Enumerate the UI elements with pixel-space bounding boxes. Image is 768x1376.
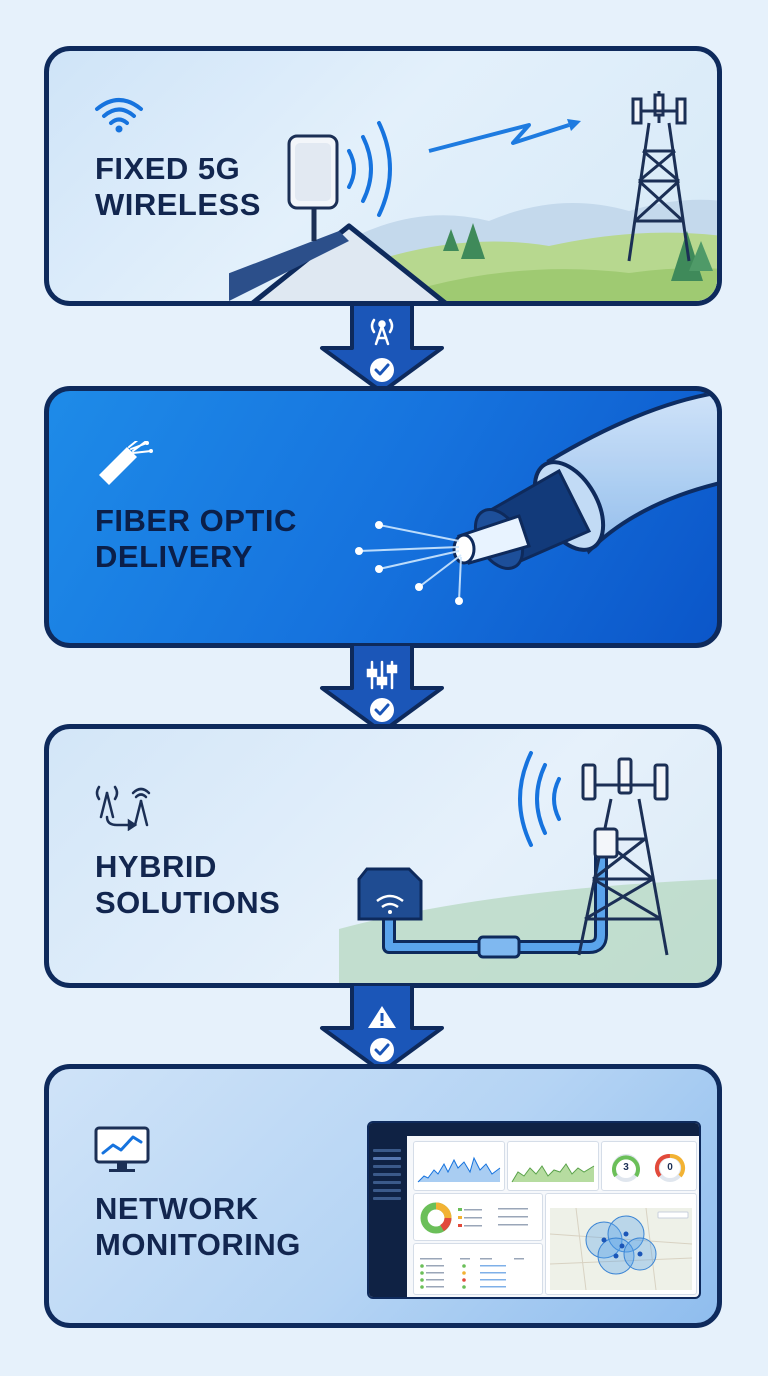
wifi-icon xyxy=(95,98,143,133)
panel-network-monitoring: NETWORK MONITORING xyxy=(44,1064,722,1328)
panel-hybrid-solutions: HYBRID SOLUTIONS xyxy=(44,724,722,988)
sidebar-item[interactable] xyxy=(373,1181,401,1184)
sidebar-item[interactable] xyxy=(373,1165,401,1168)
flow-arrow-1 xyxy=(320,304,444,394)
donut-chart-card xyxy=(413,1193,543,1241)
monitor-chart-icon xyxy=(94,1126,150,1172)
latency-chart-card xyxy=(507,1141,599,1191)
sidebar-item[interactable] xyxy=(373,1149,401,1152)
tree xyxy=(461,223,485,259)
throughput-chart-card xyxy=(413,1141,505,1191)
antenna-icon xyxy=(370,318,394,346)
sidebar-item[interactable] xyxy=(373,1197,401,1200)
devices-table-card xyxy=(413,1243,543,1295)
gauge-value-2: 0 xyxy=(667,1162,673,1173)
dashboard-topbar xyxy=(369,1123,699,1136)
panel-title-fiber: FIBER OPTIC DELIVERY xyxy=(95,503,297,574)
flow-arrow-3 xyxy=(320,984,444,1074)
sidebar-item[interactable] xyxy=(373,1157,401,1160)
antenna-link-icon xyxy=(95,785,151,831)
flow-arrow-2 xyxy=(320,644,444,734)
cell-tower xyxy=(577,757,669,956)
fixed-wireless-scene xyxy=(229,91,717,301)
sidebar-item[interactable] xyxy=(373,1173,401,1176)
map-pin xyxy=(601,1237,607,1243)
panel-fiber-optic-delivery: FIBER OPTIC DELIVERY xyxy=(44,386,722,648)
fiber-cable-scene xyxy=(355,391,717,605)
gauges-card: 3 0 xyxy=(601,1141,697,1191)
warning-icon xyxy=(368,1006,396,1028)
monitoring-dashboard: 3 0 xyxy=(367,1121,701,1299)
network-map-card xyxy=(545,1193,697,1295)
panel-title-monitoring: NETWORK MONITORING xyxy=(95,1191,301,1262)
fiber-cable-icon xyxy=(99,441,153,485)
gauge-value-1: 3 xyxy=(623,1162,629,1173)
cell-tower xyxy=(627,91,691,262)
sliders-icon xyxy=(366,660,398,690)
panel-title-fixed-5g: FIXED 5G WIRELESS xyxy=(95,151,261,222)
hybrid-scene xyxy=(339,751,717,983)
dashboard-sidebar xyxy=(369,1123,407,1297)
sidebar-item[interactable] xyxy=(373,1189,401,1192)
router-box xyxy=(357,867,423,921)
panel-title-hybrid: HYBRID SOLUTIONS xyxy=(95,849,281,920)
panel-fixed-5g-wireless: FIXED 5G WIRELESS xyxy=(44,46,722,306)
